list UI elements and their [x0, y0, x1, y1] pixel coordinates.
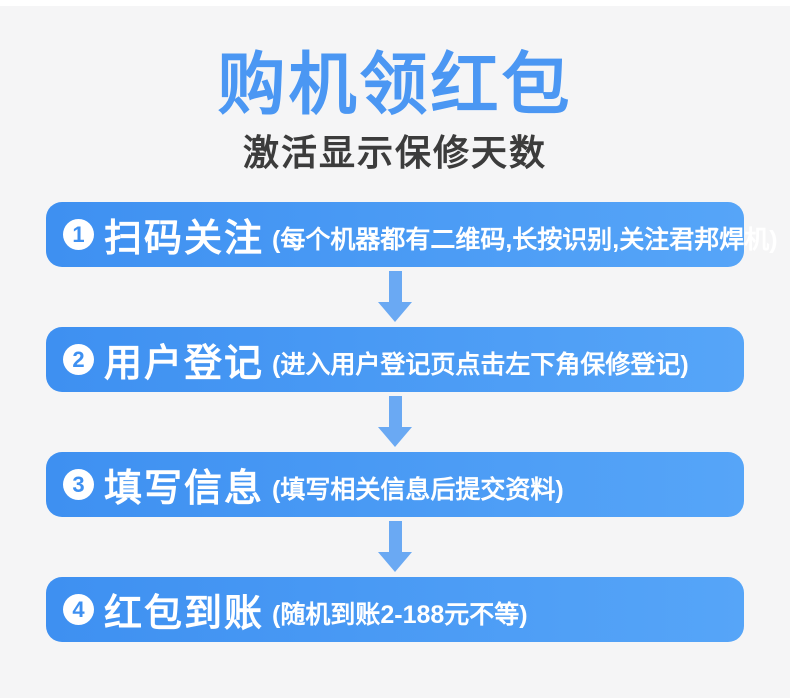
arrow-stem — [388, 271, 402, 303]
step-label: 填写信息 — [104, 468, 265, 511]
step-bar-2-user-register: 2 用户登记 (进入用户登记页点击左下角保修登记) — [46, 327, 744, 393]
step-note: (填写相关信息后提交资料) — [272, 475, 564, 504]
step-note: (随机到账2-188元不等) — [272, 600, 528, 629]
down-arrow-icon — [378, 396, 412, 448]
down-arrow-icon — [378, 521, 412, 573]
arrow-head — [378, 552, 412, 573]
step-note: (进入用户登记页点击左下角保修登记) — [272, 350, 689, 379]
step-note: (每个机器都有二维码,长按识别,关注君邦焊机) — [272, 225, 778, 254]
step-number-badge: 2 — [63, 344, 94, 376]
step-label: 扫码关注 — [104, 218, 265, 261]
page-subtitle: 激活显示保修天数 — [242, 132, 547, 174]
step-number-badge: 1 — [63, 219, 94, 251]
top-divider — [0, 0, 790, 6]
step-bar-1-scan-follow: 1 扫码关注 (每个机器都有二维码,长按识别,关注君邦焊机) — [46, 202, 778, 268]
step-bar-4-redpacket-arrive: 4 红包到账 (随机到账2-188元不等) — [46, 577, 744, 643]
step-bar-3-fill-info: 3 填写信息 (填写相关信息后提交资料) — [46, 452, 744, 518]
arrow-stem — [388, 396, 402, 428]
step-label: 红包到账 — [104, 593, 265, 636]
step-label: 用户登记 — [104, 343, 265, 386]
down-arrow-icon — [378, 271, 412, 323]
arrow-head — [378, 302, 412, 323]
step-number-badge: 3 — [63, 469, 94, 501]
step-number-badge: 4 — [63, 594, 94, 626]
page-title: 购机领红包 — [217, 47, 573, 123]
steps-flow: 1 扫码关注 (每个机器都有二维码,长按识别,关注君邦焊机) 2 用户登记 (进… — [0, 202, 790, 643]
arrow-stem — [388, 521, 402, 553]
arrow-head — [378, 427, 412, 448]
